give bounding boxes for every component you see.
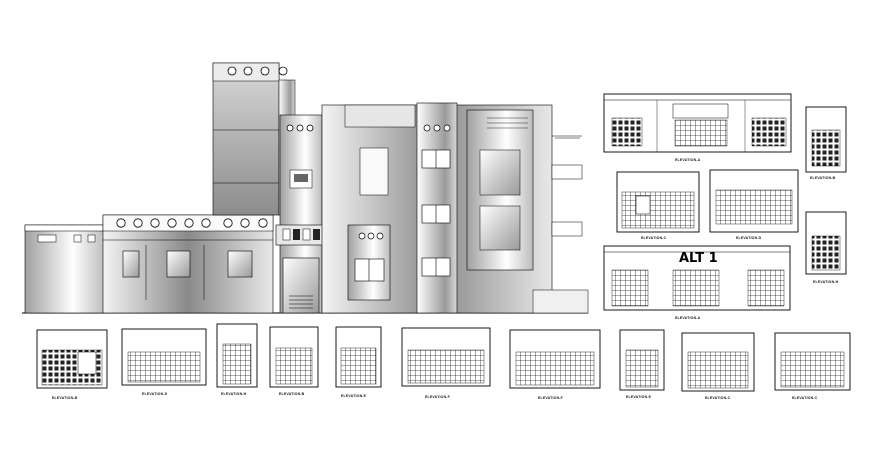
elevation-label: ELEVATION-E bbox=[341, 394, 367, 398]
elevation-label: ELEVATION-A bbox=[675, 158, 701, 162]
elevation-panel bbox=[603, 93, 792, 153]
elevation-label: ELEVATION-C bbox=[705, 396, 731, 400]
elevation-label: ELEVATION-C bbox=[641, 236, 667, 240]
alt-title: ALT 1 bbox=[679, 251, 718, 266]
elevation-label: ELEVATION-B bbox=[279, 392, 305, 396]
elevation-panel bbox=[616, 171, 700, 233]
elevation-label: ELEVATION-D bbox=[142, 392, 168, 396]
elevation-label: ELEVATION-H bbox=[813, 280, 839, 284]
bottom-elevations bbox=[36, 323, 851, 392]
elevation-panel bbox=[709, 169, 799, 233]
front-elevation bbox=[22, 62, 589, 314]
elevation-panel bbox=[603, 245, 791, 311]
elevation-label: ELEVATION-A bbox=[675, 316, 701, 320]
elevation-label: ELEVATION-B bbox=[810, 176, 836, 180]
elevation-panel bbox=[805, 211, 847, 275]
elevation-label: ELEVATION-B bbox=[52, 396, 78, 400]
elevation-label: ELEVATION-D bbox=[736, 236, 762, 240]
elevation-label: ELEVATION-E bbox=[626, 395, 652, 399]
elevation-panel bbox=[805, 106, 847, 173]
elevation-label: ELEVATION-H bbox=[221, 392, 247, 396]
elevation-label: ELEVATION-F bbox=[538, 396, 564, 400]
elevation-label: ELEVATION-C bbox=[792, 396, 818, 400]
elevation-label: ELEVATION-F bbox=[425, 395, 451, 399]
